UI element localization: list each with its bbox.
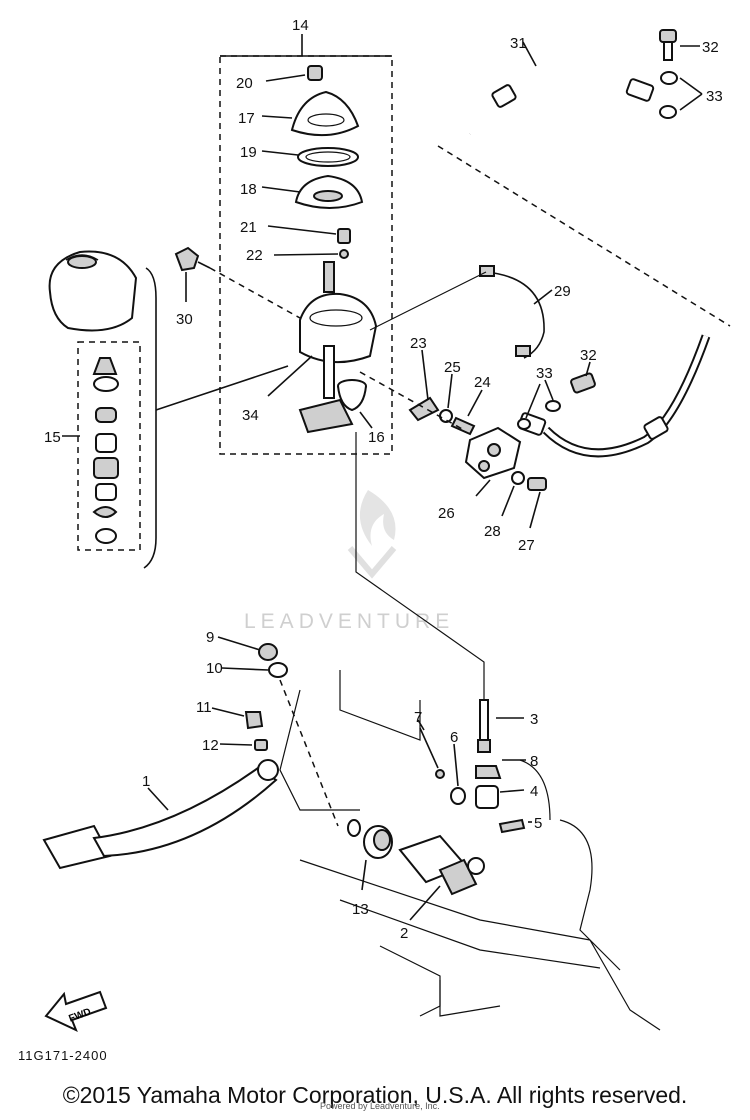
callout-5: 5 [534, 815, 542, 832]
callout-12: 12 [202, 737, 219, 754]
callout-29: 29 [554, 283, 571, 300]
callout-8: 8 [530, 753, 538, 770]
figure-code: 11G171-2400 [18, 1048, 108, 1063]
part-18-diaphragm [261, 174, 364, 209]
frame-outline [279, 670, 661, 1031]
callout-24: 24 [474, 374, 491, 391]
callout-11: 11 [196, 699, 212, 716]
part-6-washer [450, 743, 466, 805]
part-4-clevis [475, 785, 525, 809]
part-27-bolt [527, 477, 547, 529]
part-20-nut [265, 65, 323, 82]
part-23-bracket [408, 349, 440, 422]
callout-1: 1 [142, 773, 150, 790]
part-9-bushing [217, 636, 278, 661]
part-13-spring [347, 819, 393, 891]
part-2-shaft [398, 834, 485, 921]
part-31-hose [467, 41, 655, 136]
callout-4: 4 [530, 783, 538, 800]
part-15-piston-kit [92, 357, 119, 544]
callout-32-lower: 32 [580, 347, 597, 364]
part-11-bolt [211, 707, 264, 730]
credit-text: Powered by Leadventure, Inc. [320, 1101, 440, 1111]
callout-16: 16 [368, 429, 385, 446]
callout-27: 27 [518, 537, 535, 554]
callout-2: 2 [400, 925, 408, 942]
part-21-valve [267, 225, 351, 244]
group-box-15 [77, 341, 141, 551]
callout-33-lower: 33 [536, 365, 553, 382]
watermark-text: LEADVENTURE [244, 610, 454, 633]
fwd-arrow-icon: FWD [44, 990, 108, 1032]
part-3-pushrod [477, 699, 524, 753]
callout-13: 13 [352, 901, 369, 918]
part-28-washer [501, 471, 525, 517]
callout-31: 31 [510, 35, 527, 52]
callout-18: 18 [240, 181, 257, 198]
part-17-cap [261, 90, 360, 137]
part-25-washer [439, 373, 453, 423]
callout-15: 15 [44, 429, 61, 446]
part-12-nut [219, 739, 268, 751]
callout-23: 23 [410, 335, 427, 352]
part-hose-lower [517, 334, 711, 458]
part-34-master-cylinder [267, 261, 378, 434]
reservoir-tank [48, 250, 138, 332]
part-1-brake-pedal [42, 759, 279, 870]
part-33-washers-top [659, 71, 703, 119]
callout-25: 25 [444, 359, 461, 376]
callout-32-top: 32 [702, 39, 719, 56]
part-24-bolt [450, 389, 483, 436]
part-7-pin [417, 719, 445, 779]
callout-26: 26 [438, 505, 455, 522]
callout-22: 22 [246, 247, 263, 264]
callout-17: 17 [238, 110, 255, 127]
callout-14: 14 [292, 17, 309, 34]
part-10-washer [221, 662, 339, 827]
part-29-brake-pipe [479, 265, 553, 359]
callout-20: 20 [236, 75, 253, 92]
bracket-15 [143, 267, 157, 569]
callout-21: 21 [240, 219, 257, 236]
pushrod-line [355, 432, 485, 702]
part-5-pin [498, 818, 532, 834]
watermark: LEADVENTURE [244, 490, 454, 633]
part-30-bolt [174, 246, 211, 302]
callout-10: 10 [206, 660, 223, 677]
callout-7: 7 [414, 709, 422, 726]
part-19-ring [261, 147, 359, 167]
callout-19: 19 [240, 144, 257, 161]
watermark-flame-icon [359, 490, 396, 546]
part-32-bolt-lower [570, 361, 596, 394]
part-32-bolt-top [659, 29, 700, 61]
callout-33-top: 33 [706, 88, 723, 105]
part-33-washers-lower [517, 379, 561, 430]
callout-30: 30 [176, 311, 193, 328]
watermark-v-icon [347, 546, 397, 579]
callout-34: 34 [242, 407, 259, 424]
group-box-14 [219, 55, 393, 455]
callout-28: 28 [484, 523, 501, 540]
callout-3: 3 [530, 711, 538, 728]
callout-labels: 14 20 17 19 18 21 22 30 34 16 15 31 32 3… [44, 17, 723, 942]
part-22-clip [273, 249, 349, 259]
part-8-nut [475, 759, 526, 779]
copyright-notice: ©2015 Yamaha Motor Corporation, U.S.A. A… [62, 1082, 688, 1108]
part-26-junction [464, 426, 522, 497]
callout-6: 6 [450, 729, 458, 746]
callout-9: 9 [206, 629, 214, 646]
part-16-boot [337, 379, 373, 429]
